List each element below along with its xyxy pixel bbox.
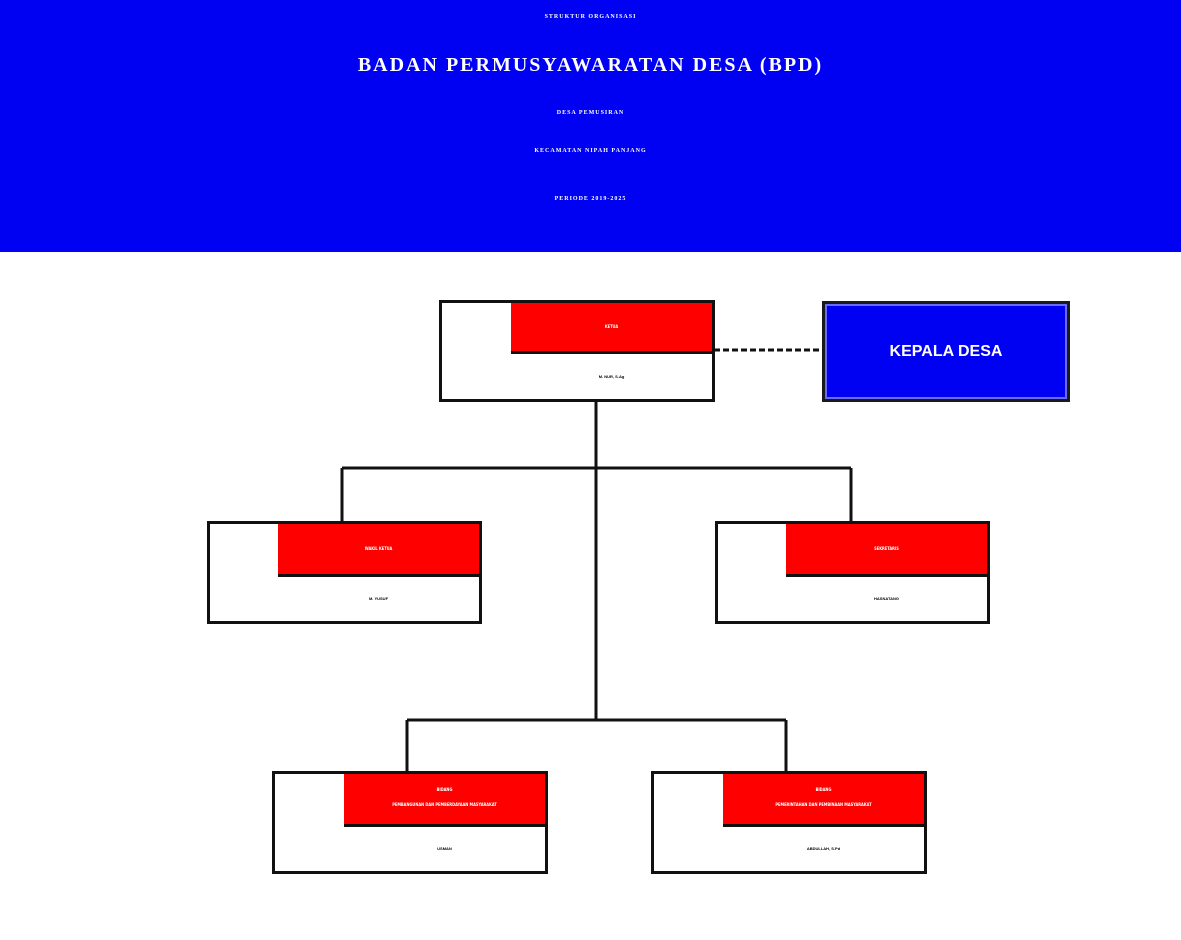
ketua-card: KETUA M. NUR, S.Ag (439, 300, 715, 402)
title-line-3: DESA PEMUSIRAN (556, 110, 625, 116)
ketua-role-label: KETUA (604, 324, 619, 329)
wakil-ketua-name: M. YUSUF (278, 577, 479, 621)
bidang-pemerintahan-role-header: BIDANG PEMERINTAHAN DAN PEMBINAAN MASYAR… (723, 774, 924, 827)
sekretaris-photo-placeholder (718, 524, 792, 621)
title-banner: STRUKTUR ORGANISASI BADAN PERMUSYAWARATA… (0, 0, 1181, 252)
bidang-pemerintahan-photo-placeholder (654, 774, 729, 871)
bidang-pembangunan-card: BIDANG PEMBANGUNAN DAN PEMBERDAYAAN MASY… (272, 771, 548, 874)
bidang-pembangunan-role-header: BIDANG PEMBANGUNAN DAN PEMBERDAYAAN MASY… (344, 774, 545, 827)
title-line-1: STRUKTUR ORGANISASI (544, 14, 637, 20)
title-line-2: BADAN PERMUSYAWARATAN DESA (BPD) (357, 54, 824, 76)
wakil-ketua-card: WAKIL KETUA M. YUSUF (207, 521, 482, 624)
kepala-desa-box: KEPALA DESA (822, 301, 1070, 402)
bidang-pembangunan-role-label: BIDANG (436, 787, 453, 792)
bidang-pemerintahan-name: ABDULLAH, S.Pd (723, 827, 924, 871)
sekretaris-role-header: SEKRETARIS (786, 524, 987, 577)
sekretaris-card: SEKRETARIS HASNATANG (715, 521, 990, 624)
bidang-pembangunan-role-subtitle: PEMBANGUNAN DAN PEMBERDAYAAN MASYARAKAT (392, 802, 497, 807)
wakil-ketua-role-label: WAKIL KETUA (364, 546, 393, 551)
bidang-pembangunan-name: USMAN (344, 827, 545, 871)
wakil-ketua-photo-placeholder (210, 524, 284, 621)
title-line-5: PERIODE 2019-2025 (554, 196, 627, 202)
bidang-pembangunan-photo-placeholder (275, 774, 350, 871)
ketua-photo-placeholder (442, 303, 517, 399)
ketua-role-header: KETUA (511, 303, 712, 354)
bidang-pemerintahan-card: BIDANG PEMERINTAHAN DAN PEMBINAAN MASYAR… (651, 771, 927, 874)
bidang-pemerintahan-role-subtitle: PEMERINTAHAN DAN PEMBINAAN MASYARAKAT (775, 802, 872, 807)
sekretaris-role-label: SEKRETARIS (874, 546, 899, 551)
wakil-ketua-role-header: WAKIL KETUA (278, 524, 479, 577)
bidang-pemerintahan-role-label: BIDANG (815, 787, 832, 792)
sekretaris-name: HASNATANG (786, 577, 987, 621)
ketua-name: M. NUR, S.Ag (511, 354, 712, 399)
title-line-4: KECAMATAN NIPAH PANJANG (534, 148, 647, 154)
